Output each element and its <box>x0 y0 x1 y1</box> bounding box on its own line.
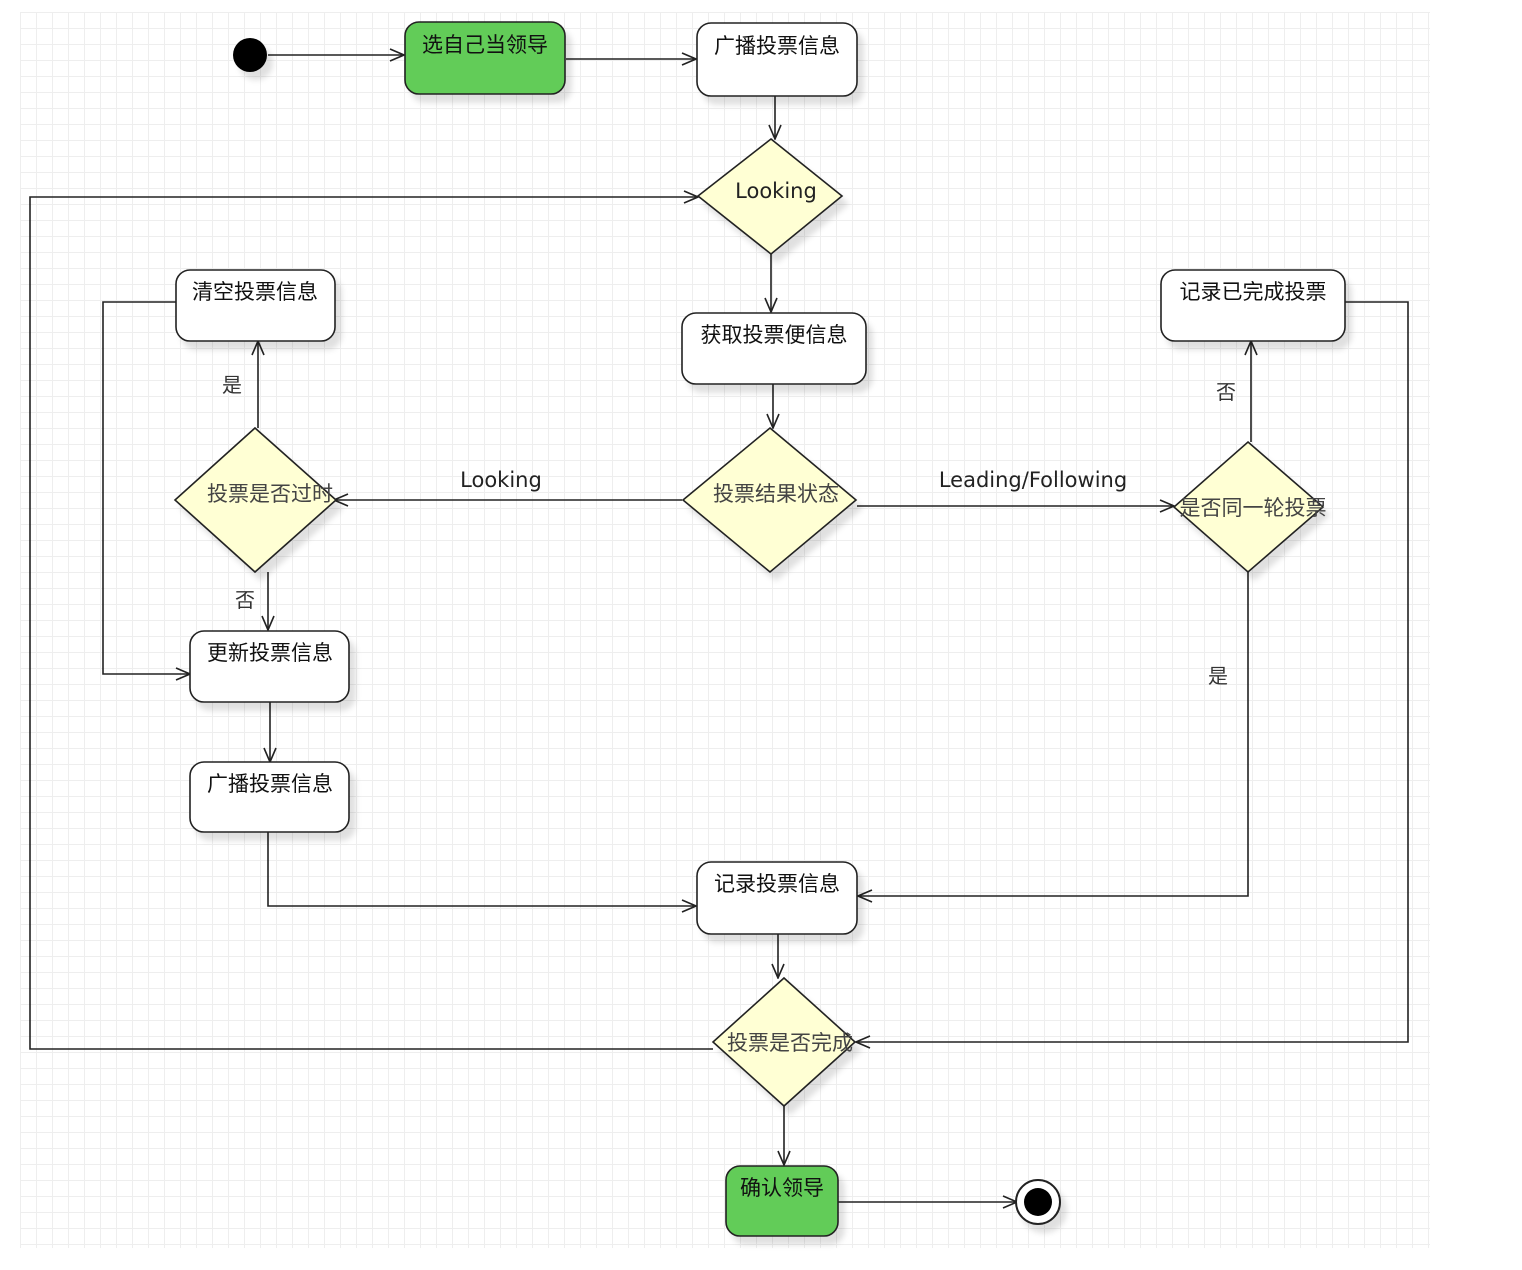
initial-node <box>233 38 267 72</box>
activity-record-votes: 记录投票信息 <box>696 861 858 935</box>
edge-sameround-to-record <box>858 572 1249 896</box>
activity-clear-votes-label: 清空投票信息 <box>192 280 318 304</box>
edge-label-no-left: 否 <box>235 588 255 612</box>
edge-label-yes-right: 是 <box>1208 664 1228 688</box>
activity-get-votes-label: 获取投票便信息 <box>701 323 848 347</box>
edge-broadcast-to-record <box>267 832 696 906</box>
activity-broadcast-bottom-label: 广播投票信息 <box>207 772 333 796</box>
activity-start-leader: 选自己当领导 <box>404 21 566 95</box>
decision-looking-label: Looking <box>735 179 817 203</box>
activity-broadcast-top-label: 广播投票信息 <box>714 34 840 58</box>
edge-complete-loop-to-looking <box>29 197 713 1050</box>
decision-vote-complete-label: 投票是否完成 <box>727 1031 853 1055</box>
activity-clear-votes: 清空投票信息 <box>175 269 336 342</box>
activity-record-done: 记录已完成投票 <box>1160 269 1346 342</box>
edge-label-leading-following: Leading/Following <box>939 468 1127 492</box>
decision-vote-status: 投票结果状态 <box>681 426 858 574</box>
final-node <box>1015 1179 1061 1225</box>
activity-get-votes: 获取投票便信息 <box>681 312 867 385</box>
decision-vote-complete: 投票是否完成 <box>711 976 857 1108</box>
edge-label-looking: Looking <box>460 468 542 492</box>
activity-confirm-leader: 确认领导 <box>725 1165 839 1237</box>
edge-done-to-complete <box>856 301 1409 1042</box>
edge-clear-to-update <box>102 301 190 674</box>
decision-vote-expired: 投票是否过时 <box>173 426 338 574</box>
activity-record-done-label: 记录已完成投票 <box>1180 280 1327 304</box>
activity-update-votes-label: 更新投票信息 <box>207 641 333 665</box>
edge-label-no-right: 否 <box>1216 380 1236 404</box>
decision-same-round: 是否同一轮投票 <box>1172 440 1327 574</box>
activity-record-votes-label: 记录投票信息 <box>714 872 840 896</box>
activity-start-leader-label: 选自己当领导 <box>422 33 548 57</box>
decision-vote-expired-label: 投票是否过时 <box>207 482 333 506</box>
edge-label-yes-left: 是 <box>222 373 242 397</box>
decision-looking: Looking <box>696 137 844 256</box>
decision-vote-status-label: 投票结果状态 <box>713 482 839 506</box>
activity-broadcast-top: 广播投票信息 <box>696 22 858 97</box>
activity-broadcast-bottom: 广播投票信息 <box>189 761 350 833</box>
activity-confirm-leader-label: 确认领导 <box>740 1176 824 1200</box>
decision-same-round-label: 是否同一轮投票 <box>1180 496 1327 520</box>
activity-update-votes: 更新投票信息 <box>189 630 350 703</box>
